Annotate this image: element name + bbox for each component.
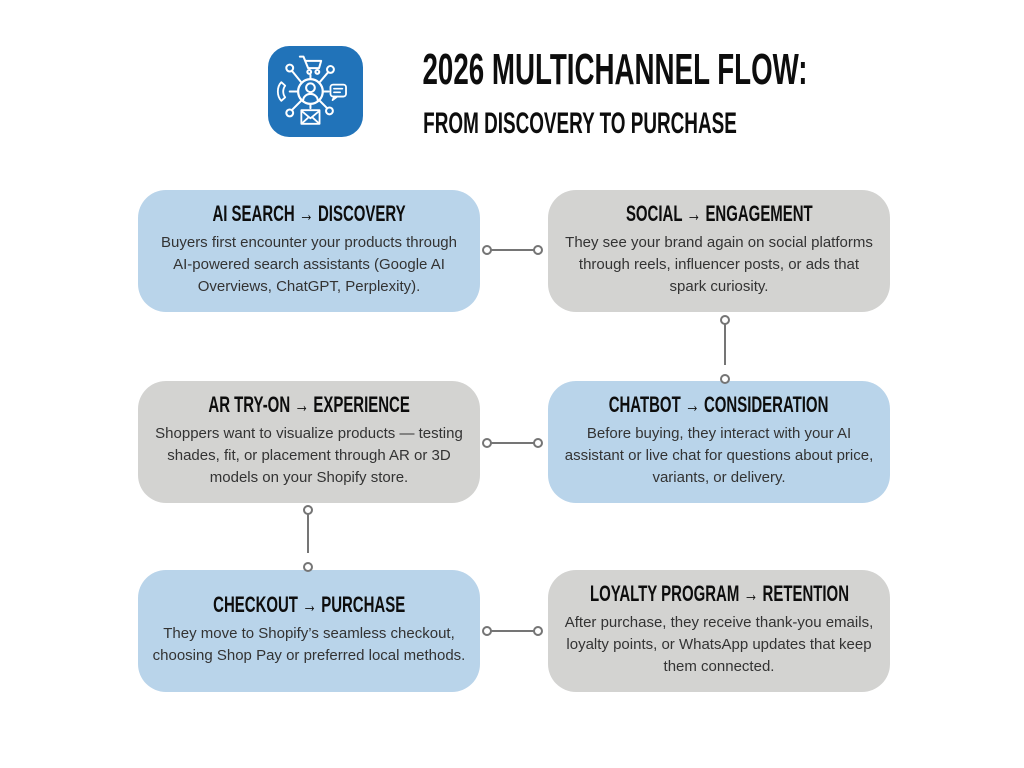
flow-box-body: They see your brand again on social plat… bbox=[565, 234, 873, 295]
flow-box-title: AR TRY-ON → EXPERIENCE bbox=[208, 392, 410, 417]
flow-box-title: AI SEARCH → DISCOVERY bbox=[212, 201, 406, 226]
flow-box-title: CHECKOUT → PURCHASE bbox=[212, 592, 405, 617]
flow-box-ar-try-on: AR TRY-ON → EXPERIENCE Shoppers want to … bbox=[138, 381, 480, 503]
flow-box-title: SOCIAL → ENGAGEMENT bbox=[625, 201, 813, 226]
connector-endpoint-dot bbox=[303, 562, 313, 572]
connector-endpoint-dot bbox=[482, 626, 492, 636]
connector-ar-try-on-to-chatbot bbox=[482, 438, 543, 448]
connector-line bbox=[491, 249, 534, 251]
connector-endpoint-dot bbox=[533, 626, 543, 636]
multichannel-network-icon-svg bbox=[268, 46, 363, 137]
flow-box-body: They move to Shopify’s seamless checkout… bbox=[152, 625, 466, 664]
connector-line bbox=[724, 324, 726, 365]
connector-endpoint-dot bbox=[482, 245, 492, 255]
flow-box-loyalty: LOYALTY PROGRAM → RETENTION After purcha… bbox=[548, 570, 890, 692]
connector-endpoint-dot bbox=[482, 438, 492, 448]
flow-box-title: CHATBOT → CONSIDERATION bbox=[609, 392, 829, 417]
connector-endpoint-dot bbox=[720, 374, 730, 384]
connector-line bbox=[307, 514, 309, 553]
connector-line bbox=[491, 630, 534, 632]
flow-box-title: LOYALTY PROGRAM → RETENTION bbox=[589, 581, 849, 606]
connector-checkout-to-loyalty bbox=[482, 626, 543, 636]
flow-box-body: Shoppers want to visualize products — te… bbox=[155, 425, 463, 486]
flow-box-body: Buyers first encounter your products thr… bbox=[161, 234, 457, 295]
connector-line bbox=[491, 442, 534, 444]
page-subtitle: FROM DISCOVERY TO PURCHASE bbox=[423, 107, 737, 140]
flow-box-chatbot: CHATBOT → CONSIDERATION Before buying, t… bbox=[548, 381, 890, 503]
flow-box-body: Before buying, they interact with your A… bbox=[564, 425, 874, 486]
connector-endpoint-dot bbox=[533, 245, 543, 255]
connector-ai-search-to-social bbox=[482, 245, 543, 255]
flow-box-ai-search: AI SEARCH → DISCOVERY Buyers first encou… bbox=[138, 190, 480, 312]
connector-ar-try-on-to-checkout bbox=[303, 505, 313, 572]
connector-social-to-chatbot bbox=[720, 315, 730, 384]
flow-box-body: After purchase, they receive thank-you e… bbox=[564, 614, 874, 675]
multichannel-network-icon bbox=[268, 46, 363, 137]
flow-box-social: SOCIAL → ENGAGEMENT They see your brand … bbox=[548, 190, 890, 312]
connector-endpoint-dot bbox=[720, 315, 730, 325]
connector-endpoint-dot bbox=[533, 438, 543, 448]
flow-box-checkout: CHECKOUT → PURCHASE They move to Shopify… bbox=[138, 570, 480, 692]
header: 2026 MULTICHANNEL FLOW: FROM DISCOVERY T… bbox=[330, 48, 830, 139]
page-title: 2026 MULTICHANNEL FLOW: bbox=[422, 45, 808, 94]
connector-endpoint-dot bbox=[303, 505, 313, 515]
